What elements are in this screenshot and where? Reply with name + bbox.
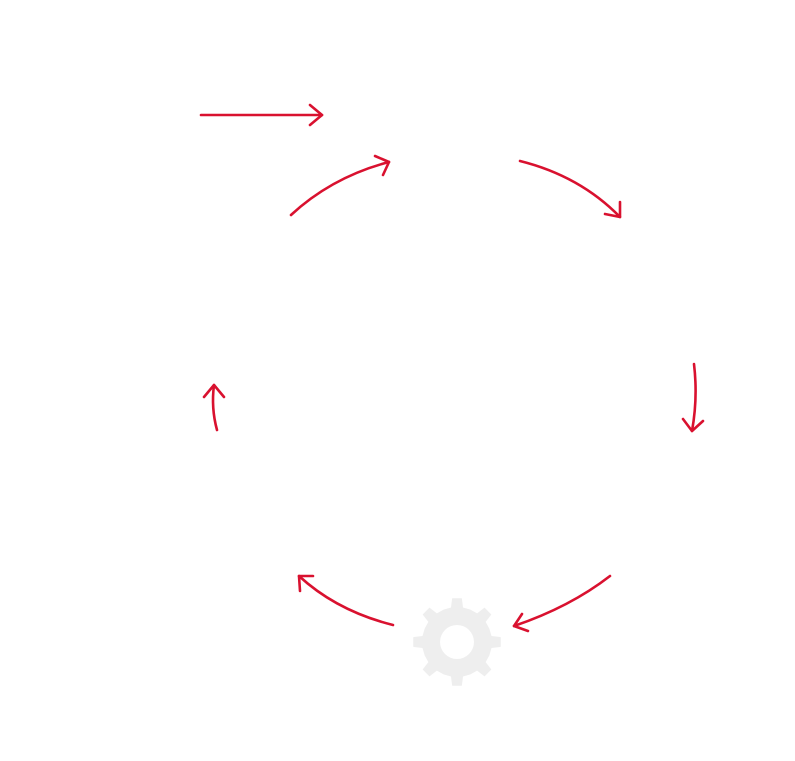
cycle-arrow-right (681, 362, 705, 433)
cycle-arrow-right-head (681, 417, 705, 433)
cycle-arrow-top-left-shaft (289, 160, 391, 217)
cycle-arrow-right-shaft (690, 362, 697, 433)
cycle-arrow-top-left (289, 154, 391, 217)
cycle-arrow-left (202, 383, 226, 432)
cycle-arrow-top-right-shaft (518, 159, 622, 219)
cycle-arrow-bottom-right (512, 574, 612, 633)
cycle-arrow-top-right-head (603, 200, 622, 219)
gear-icon (413, 598, 501, 686)
cycle-arrow-top-right (518, 159, 622, 219)
cycle-arrow-bottom-right-shaft (512, 574, 612, 628)
entry-arrow-head (308, 103, 324, 127)
cycle-arrow-left-head (202, 383, 226, 399)
cycle-arrow-top-left-head (373, 154, 391, 177)
cycle-arrow-bottom-left-shaft (297, 574, 395, 627)
cycle-arrow-bottom-left (297, 574, 395, 627)
cycle-arrow-bottom-left-head (297, 574, 315, 593)
cycle-arrow-bottom-right-head (512, 612, 530, 633)
cycle-arrow-left-shaft (211, 383, 219, 432)
gear-icon-shape (413, 598, 501, 686)
entry-arrow (199, 103, 324, 127)
